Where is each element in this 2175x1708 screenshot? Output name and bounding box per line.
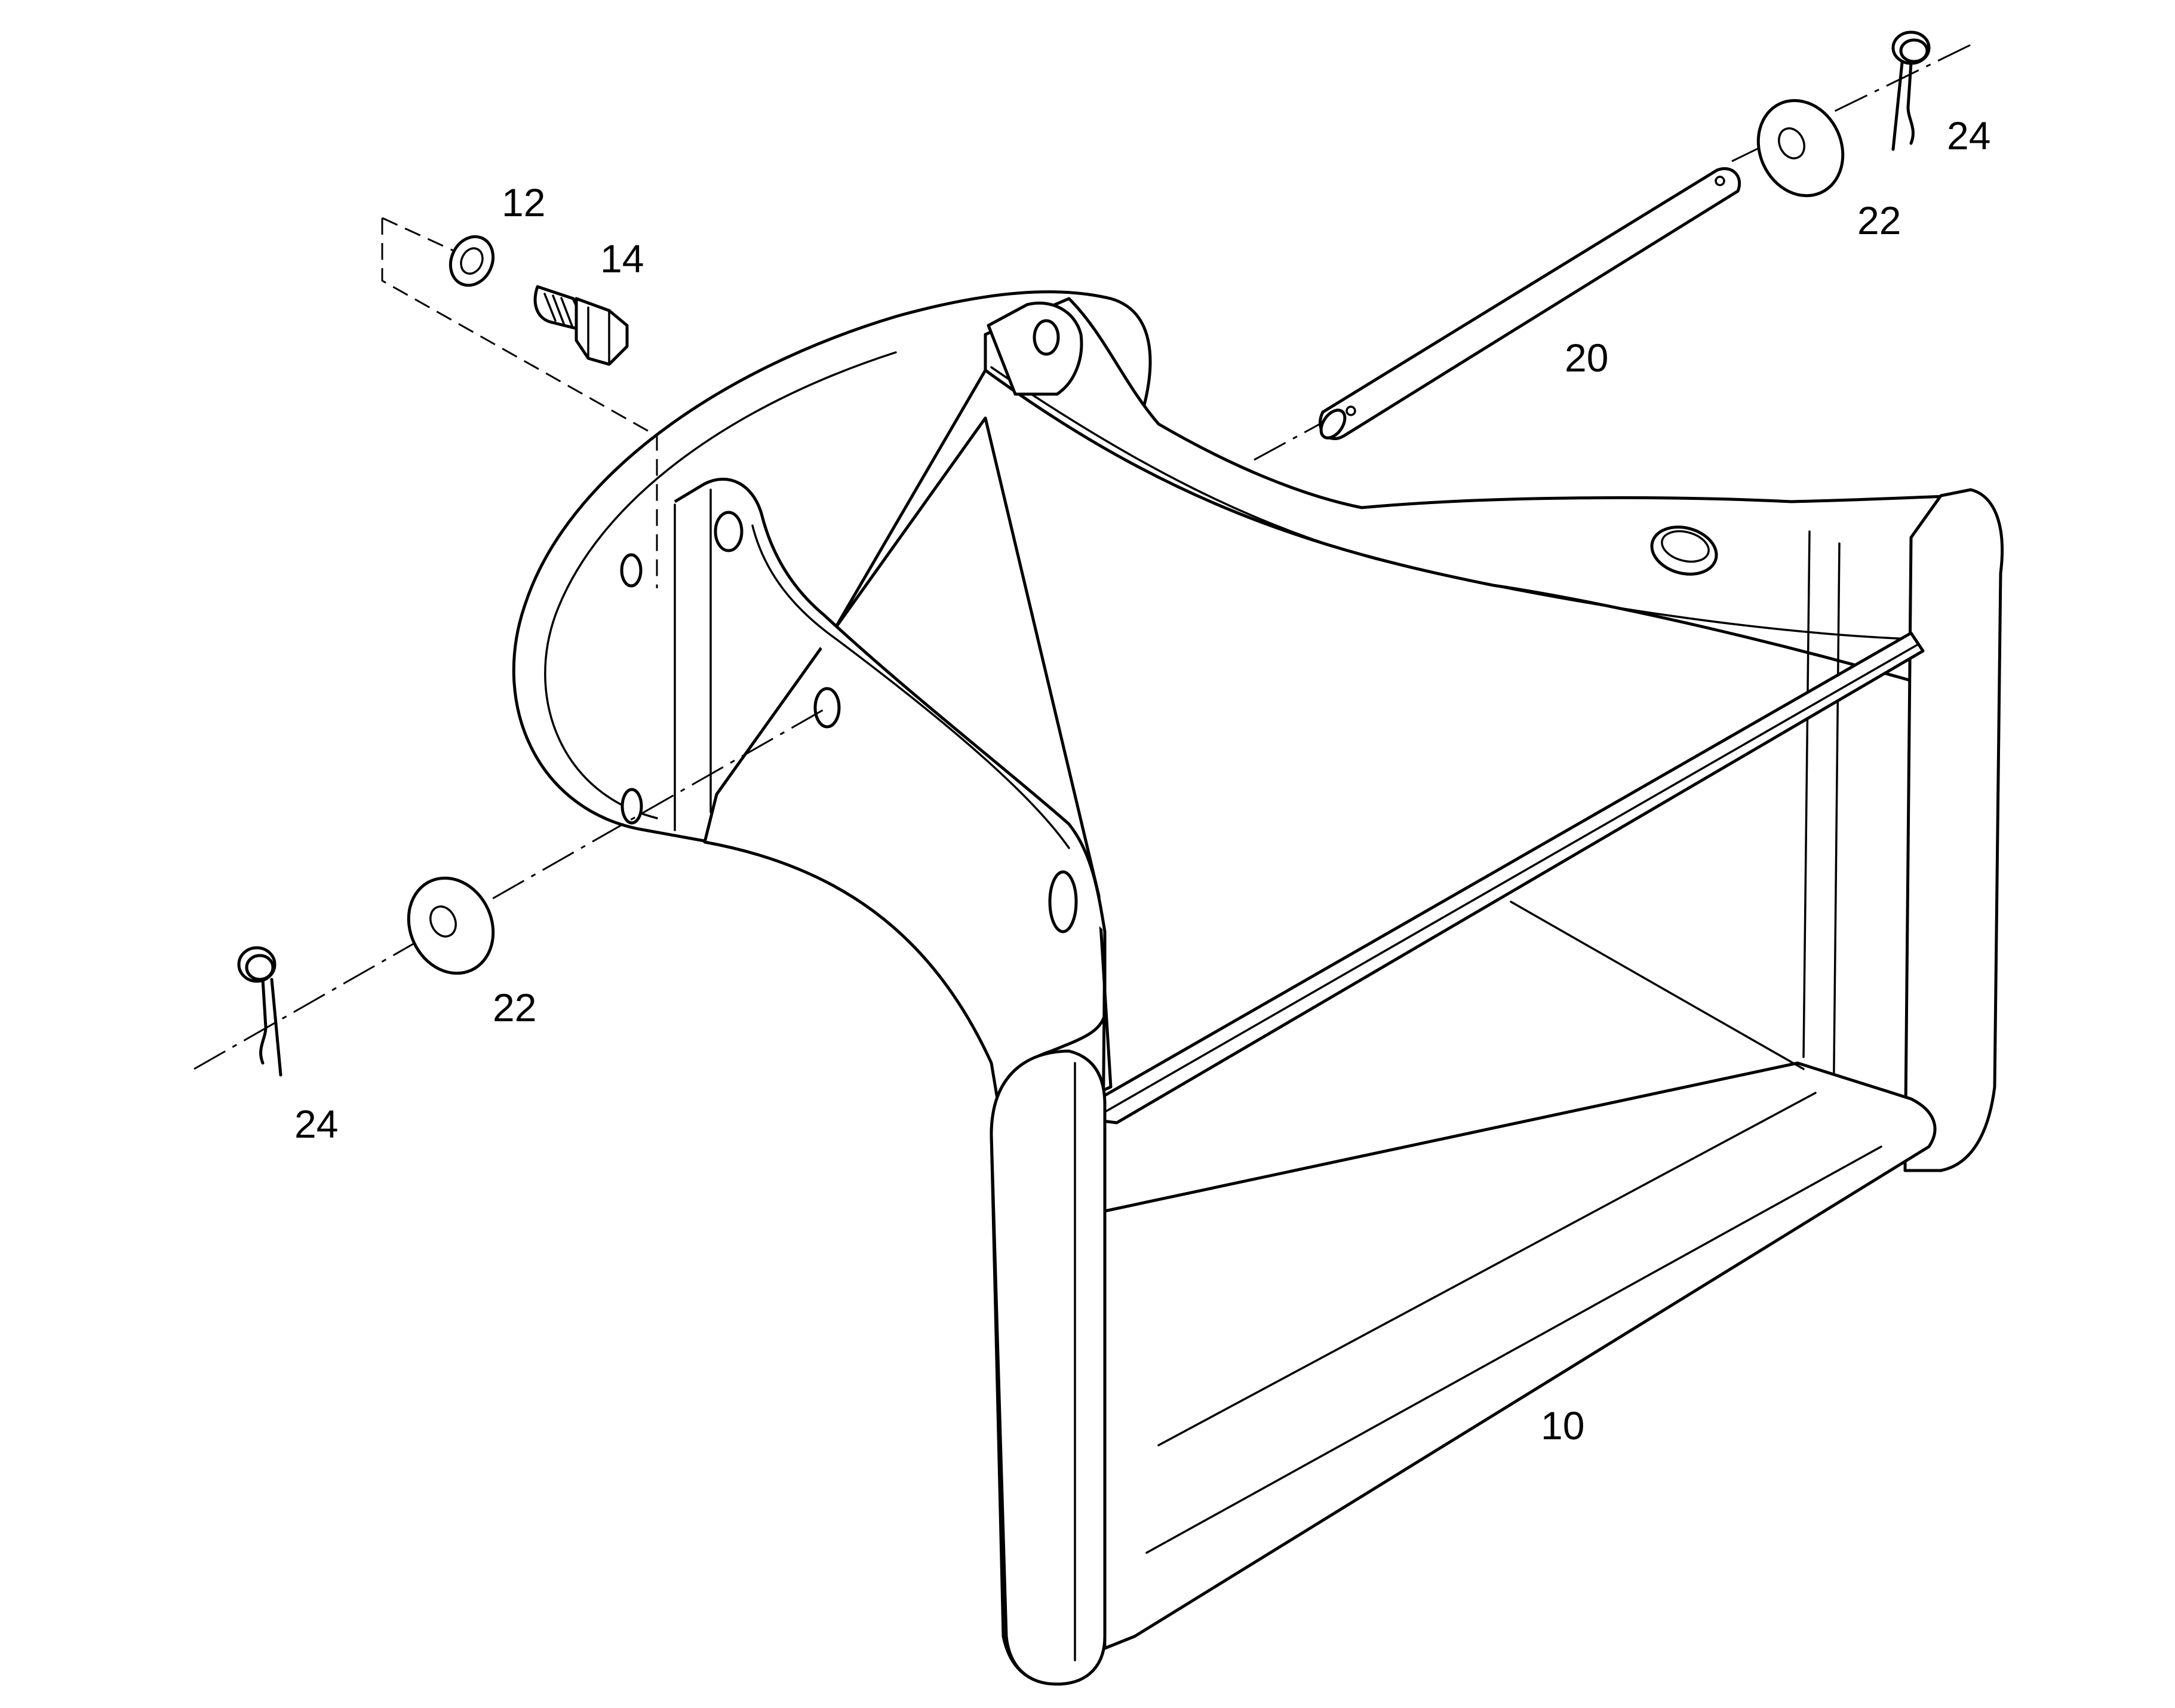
- callout-20: 20: [1565, 336, 1608, 380]
- callout-22-right: 22: [1857, 198, 1901, 242]
- floor-underside-line: [1510, 901, 1805, 1070]
- hairpin-24l-loop: [237, 946, 277, 983]
- callout-labels: 10 12 14 20 22 22 24 24: [294, 113, 1990, 1448]
- side-plate-inner-curve: [751, 524, 1070, 849]
- side-plate-hole-bottom: [1048, 870, 1078, 933]
- floor-inner-line-1: [1145, 1145, 1882, 1554]
- chute-bottom-floor: [1097, 1061, 1937, 1650]
- chute-top-tab: [987, 301, 1083, 396]
- pin-20-hole-left: [1345, 406, 1356, 416]
- right-frame-inner-1: [1832, 542, 1841, 1124]
- hairpin-24l-legs: [259, 978, 282, 1077]
- washer-leader-top: [382, 217, 454, 252]
- bolt-14-head: [575, 297, 629, 366]
- chute-front-frame: [990, 1049, 1107, 1686]
- chute-right-frame: [1903, 488, 2004, 1172]
- bolt-14-threads: [543, 293, 573, 327]
- washer-part-12: [448, 235, 495, 287]
- chute-deflector-shelf: [1091, 631, 1925, 1125]
- pin-20-hole-right: [1715, 176, 1725, 186]
- shelf-edge: [1104, 644, 1918, 1113]
- chute-throat-curve: [703, 416, 1113, 1136]
- washer-12-outer: [448, 235, 495, 287]
- washer-22r-inner: [1778, 127, 1805, 159]
- chute-back-flange: [512, 290, 1152, 844]
- chute-body-part-10: [512, 290, 2004, 1686]
- top-plate-fold: [990, 366, 1912, 640]
- callout-14: 14: [600, 236, 644, 281]
- washer-12-inner: [460, 247, 484, 275]
- flange-hole-top: [620, 553, 643, 588]
- bolt-assembly-leader: [381, 218, 658, 588]
- top-plate-hole-inner: [1661, 530, 1710, 563]
- callout-12: 12: [502, 180, 545, 225]
- pin-axis-to-chute: [1254, 423, 1320, 461]
- pin-part-20: [1318, 167, 1741, 440]
- pin-axis-left: [193, 706, 828, 1070]
- callout-22-left: 22: [493, 985, 536, 1030]
- floor-inner-line-2: [1157, 1092, 1817, 1446]
- hairpin-part-24-left: [237, 946, 282, 1077]
- top-tab-hole: [1033, 319, 1060, 356]
- right-frame-inner-2: [1802, 530, 1811, 1058]
- washer-22l-outer: [407, 876, 495, 975]
- hairpin-24r-loop-inner: [1899, 38, 1929, 63]
- washer-22l-inner: [429, 905, 457, 938]
- hairpin-24r-legs: [1891, 61, 1915, 151]
- bolt-part-14: [533, 285, 629, 366]
- flange-hole-bottom: [620, 788, 643, 825]
- hairpin-24l-loop-inner: [245, 954, 275, 981]
- callout-10: 10: [1541, 1403, 1584, 1448]
- side-plate-pin-hole: [813, 687, 841, 729]
- washer-22r-outer: [1756, 99, 1845, 198]
- callout-24-right: 24: [1947, 113, 1990, 158]
- washer-part-22-left: [407, 876, 495, 975]
- bolt-14-head-facets: [587, 306, 610, 365]
- callout-24-left: 24: [294, 1102, 338, 1146]
- side-plate-hole-top: [714, 511, 744, 552]
- hairpin-part-24-right: [1891, 30, 1931, 151]
- washer-part-22-right: [1756, 99, 1845, 198]
- pin-20-rod: [1318, 167, 1741, 440]
- flange-inner-rim: [544, 351, 897, 819]
- pin-20-end-left: [1319, 408, 1347, 440]
